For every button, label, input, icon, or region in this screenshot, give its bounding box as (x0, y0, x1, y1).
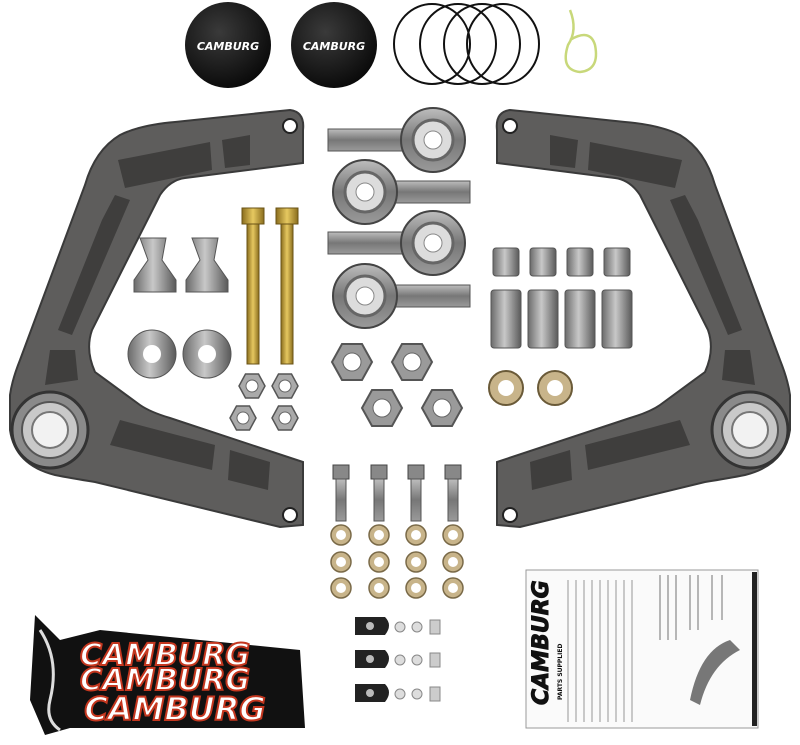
lock-nut (238, 373, 266, 399)
rod-end (331, 262, 472, 330)
sticker-text: CAMBURG (80, 663, 250, 698)
sheet-brand: CAMBURG (529, 580, 554, 705)
washers (330, 524, 464, 599)
o-rings (393, 3, 540, 85)
green-cable (564, 9, 598, 74)
lock-nut (229, 405, 257, 431)
lock-nut (271, 373, 299, 399)
cable-clamp (354, 683, 441, 703)
bushing-spacers (488, 247, 633, 406)
cable-clamp (354, 649, 441, 669)
svg-text:CAMBURG: CAMBURG (80, 638, 250, 673)
sheet-heading: PARTS SUPPLIED (557, 644, 564, 700)
hex-bolt (332, 464, 350, 522)
hex-bolt (407, 464, 425, 522)
misalignment-spacers (127, 237, 232, 379)
cap-right: CAMBURG (291, 2, 377, 88)
jam-nut (331, 343, 373, 381)
jam-nut (361, 389, 403, 427)
lock-nut (271, 405, 299, 431)
hex-bolt (370, 464, 388, 522)
cap-logo-text: CAMBURG (197, 40, 259, 53)
cable-clamp (354, 616, 441, 636)
instruction-sheet: CAMBURG PARTS SUPPLIED (525, 569, 759, 729)
cap-logo-text: CAMBURG (303, 40, 365, 53)
cap-left: CAMBURG (185, 2, 271, 88)
hex-bolt (444, 464, 462, 522)
jam-nut (391, 343, 433, 381)
jam-nut (421, 389, 463, 427)
rod-end (326, 106, 467, 174)
gold-bolts (241, 207, 299, 365)
svg-text:CAMBURG: CAMBURG (84, 690, 265, 728)
stickers: CAMBURG CAMBURG CAMBURG (30, 615, 305, 735)
